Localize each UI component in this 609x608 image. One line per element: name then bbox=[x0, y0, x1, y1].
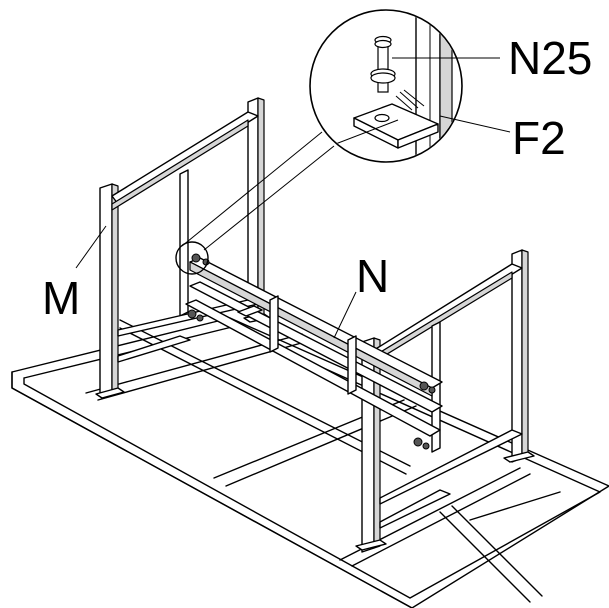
detail-callout-circle bbox=[175, 241, 209, 275]
zoom-detail bbox=[309, 9, 463, 163]
label-n: N bbox=[356, 250, 389, 302]
crossbar-n bbox=[185, 257, 443, 437]
hardware-bolts bbox=[187, 253, 436, 450]
label-m: M bbox=[42, 272, 80, 324]
label-f2: F2 bbox=[512, 112, 566, 164]
label-n25: N25 bbox=[508, 32, 592, 84]
leg-frame-m bbox=[95, 97, 271, 399]
